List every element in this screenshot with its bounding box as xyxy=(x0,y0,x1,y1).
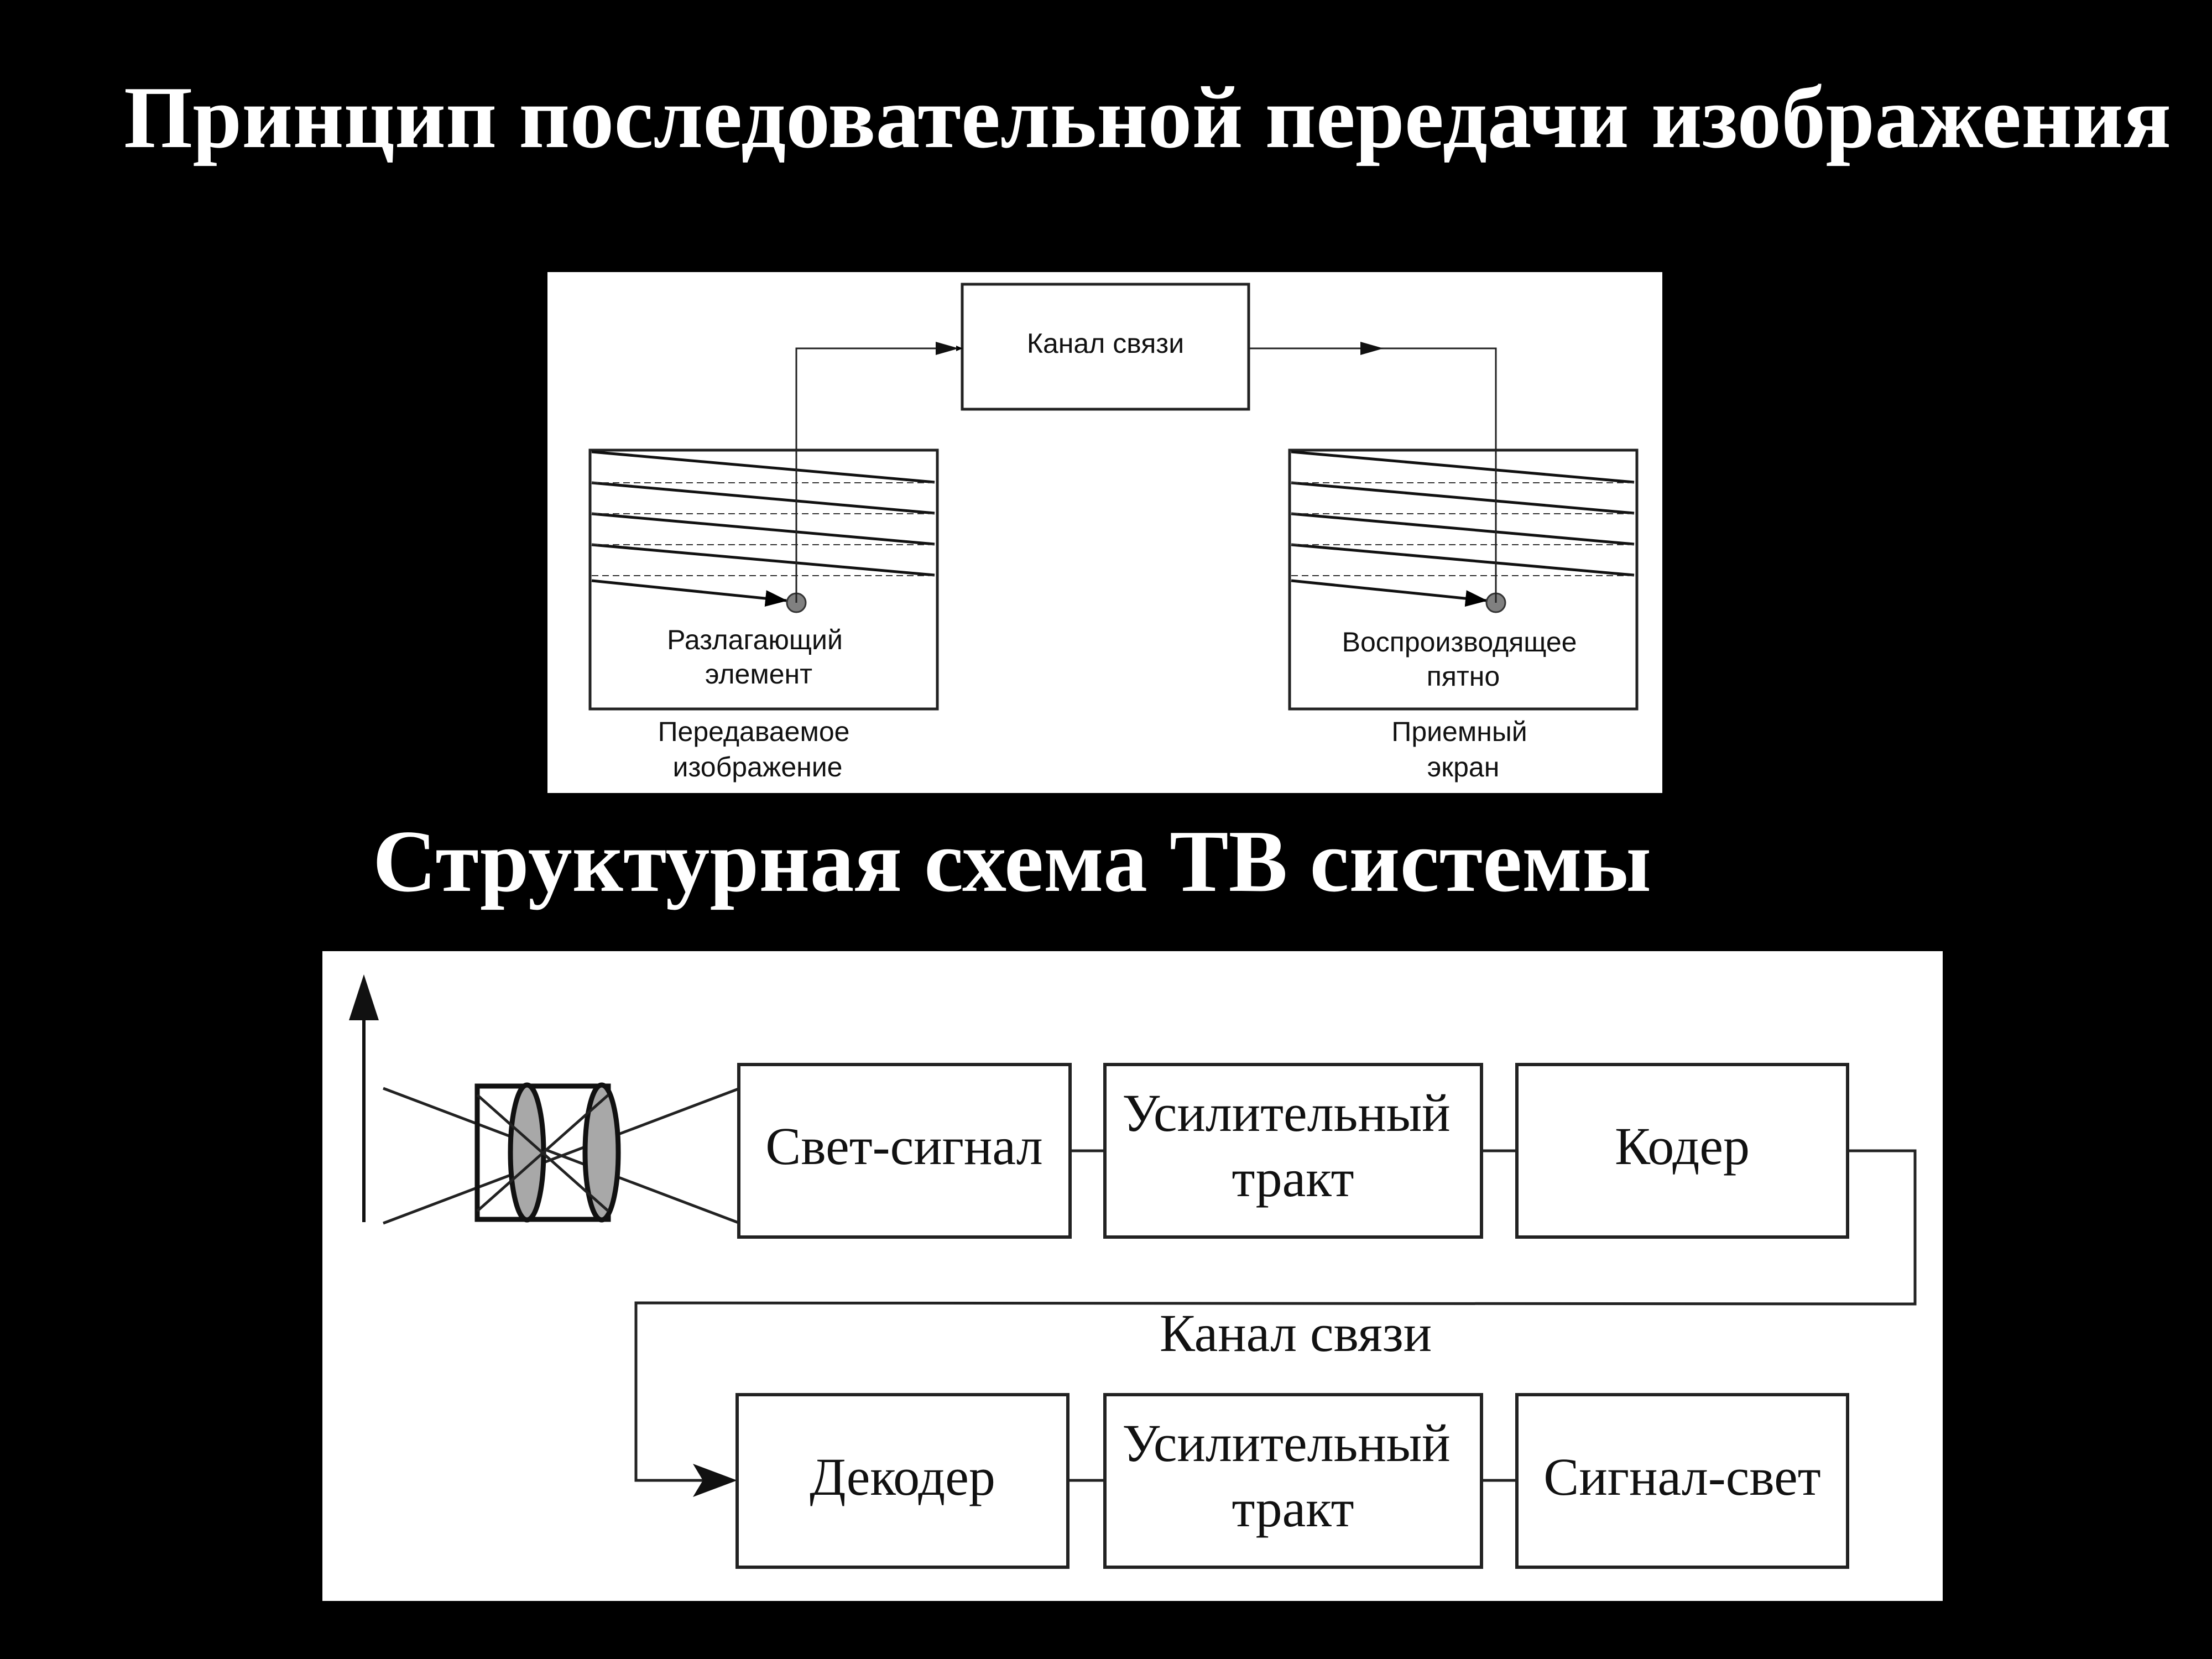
transmit-connector xyxy=(795,346,963,603)
transmitted-image-label: Передаваемое изображение xyxy=(658,716,858,782)
decoder-label: Декодер xyxy=(810,1447,995,1506)
reproducing-spot-label: Воспроизводящее пятно xyxy=(1342,627,1585,692)
transmitted-image-frame xyxy=(588,448,939,711)
lens-assembly xyxy=(474,1082,621,1223)
scanning-element-label: Разлагающий элемент xyxy=(667,624,851,690)
channel-box xyxy=(961,283,1250,411)
tv-system-block-diagram: Свет-сигнал Усилительный тракт Кодер Кан… xyxy=(322,951,1943,1601)
transmit-arrow-head xyxy=(936,342,959,355)
decoder-box xyxy=(735,1393,1070,1569)
signal-light-label: Сигнал-свет xyxy=(1543,1447,1820,1506)
receive-arrow-head xyxy=(1360,342,1384,355)
receiving-screen-label: Приемный экран xyxy=(1391,716,1535,782)
coder-label: Кодер xyxy=(1615,1117,1750,1176)
channel-arrow-head xyxy=(693,1464,737,1497)
channel-label-2: Канал связи xyxy=(1160,1303,1432,1363)
object-arrow xyxy=(349,974,379,1222)
light-signal-box xyxy=(737,1063,1072,1239)
sequential-transmission-diagram: Канал связи Разлагающий элемент xyxy=(547,272,1662,793)
optical-rays xyxy=(383,1087,740,1225)
slide-title-structure: Структурная схема ТВ системы xyxy=(372,812,1652,910)
amplifier-label-2: Усилительный тракт xyxy=(1122,1413,1463,1538)
slide-title-principle: Принцип последовательной передачи изобра… xyxy=(123,68,2172,166)
signal-light-box xyxy=(1515,1393,1849,1569)
coder-box xyxy=(1515,1063,1849,1239)
channel-path xyxy=(634,1149,1917,1482)
receiving-screen-frame xyxy=(1288,448,1639,711)
amplifier-label-1: Усилительный тракт xyxy=(1122,1083,1463,1208)
channel-label: Канал связи xyxy=(1027,328,1184,359)
amplifier-box-2 xyxy=(1103,1393,1483,1569)
receive-connector xyxy=(1249,347,1497,603)
light-signal-label: Свет-сигнал xyxy=(765,1117,1042,1176)
